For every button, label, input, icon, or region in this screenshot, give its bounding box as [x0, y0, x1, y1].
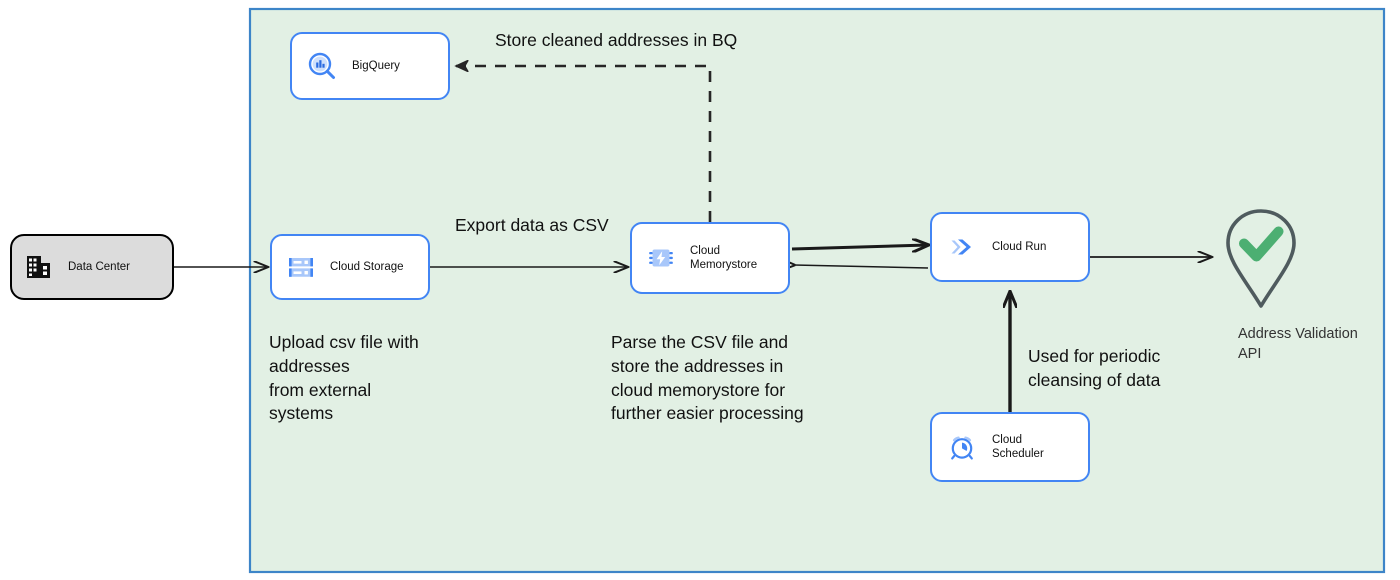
edge-label-export-csv: Export data as CSV [455, 215, 609, 235]
node-label: Data Center [68, 260, 131, 273]
node-cloud-run[interactable]: Cloud Run [930, 212, 1090, 282]
node-cloud-scheduler[interactable]: Cloud Scheduler [930, 412, 1090, 482]
node-cloud-memorystore[interactable]: Cloud Memorystore [630, 222, 790, 294]
edge-label-periodic-cleansing: Used for periodic cleansing of data [1028, 346, 1161, 390]
caption-parse-csv: Parse the CSV file and store the address… [611, 332, 804, 424]
address-validation-api-label: Address Validation API [1238, 326, 1358, 362]
node-data-center[interactable]: Data Center [10, 234, 174, 300]
node-bigquery[interactable]: BigQuery [290, 32, 450, 100]
node-address-validation-api[interactable] [1218, 205, 1304, 313]
edge-label-store-cleaned: Store cleaned addresses in BQ [495, 30, 738, 50]
node-cloud-storage[interactable]: Cloud Storage [270, 234, 430, 300]
edge-memorystore-to-bigquery-dashed [456, 66, 712, 222]
edge-memorystore-to-cloudrun [791, 245, 928, 249]
cloud-memorystore-icon [646, 243, 676, 273]
node-label: BigQuery [352, 59, 400, 72]
google-cloud-boundary [248, 7, 1386, 574]
cloud-scheduler-icon [946, 431, 978, 463]
bigquery-icon [306, 50, 338, 82]
node-label: Cloud Storage [330, 260, 404, 273]
datacenter-building-icon [24, 252, 54, 282]
node-label: Cloud Run [992, 240, 1047, 253]
caption-upload-csv: Upload csv file with addresses from exte… [269, 332, 419, 424]
cloud-run-icon [946, 231, 978, 263]
edge-cloudrun-to-memorystore [794, 265, 929, 268]
map-pin-check-icon [1218, 205, 1304, 313]
cloud-storage-icon [286, 252, 316, 282]
node-label: Cloud Memorystore [690, 244, 758, 271]
node-label: Cloud Scheduler [992, 433, 1044, 460]
